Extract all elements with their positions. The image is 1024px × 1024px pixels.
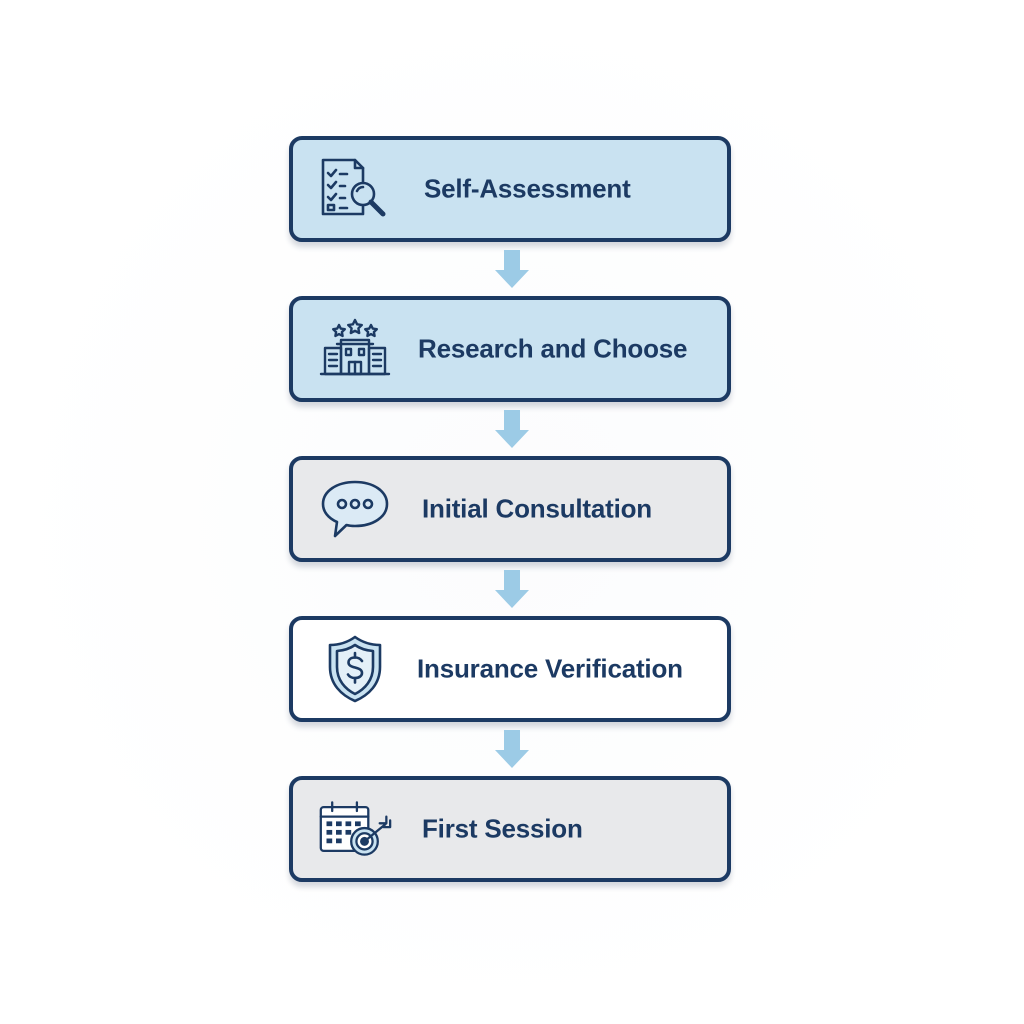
step-label: Initial Consultation [422, 493, 652, 524]
step-insurance-verification: Insurance Verification [289, 616, 731, 722]
step-first-session: First Session [289, 776, 731, 882]
step-label: Research and Choose [418, 333, 688, 364]
step-initial-consultation: Initial Consultation [289, 456, 731, 562]
step-label: First Session [422, 813, 583, 844]
shield-dollar-icon [317, 631, 393, 707]
step-label: Self-Assessment [424, 173, 631, 204]
step-self-assessment: Self-Assessment [289, 136, 731, 242]
speech-bubble-icon [317, 471, 393, 547]
down-arrow-icon [495, 730, 529, 768]
down-arrow-icon [495, 570, 529, 608]
rated-building-icon [317, 311, 393, 387]
checklist-magnifier-icon [317, 151, 393, 227]
step-label: Insurance Verification [417, 653, 683, 684]
calendar-target-icon [317, 791, 393, 867]
step-research-and-choose: Research and Choose [289, 296, 731, 402]
down-arrow-icon [495, 410, 529, 448]
down-arrow-icon [495, 250, 529, 288]
